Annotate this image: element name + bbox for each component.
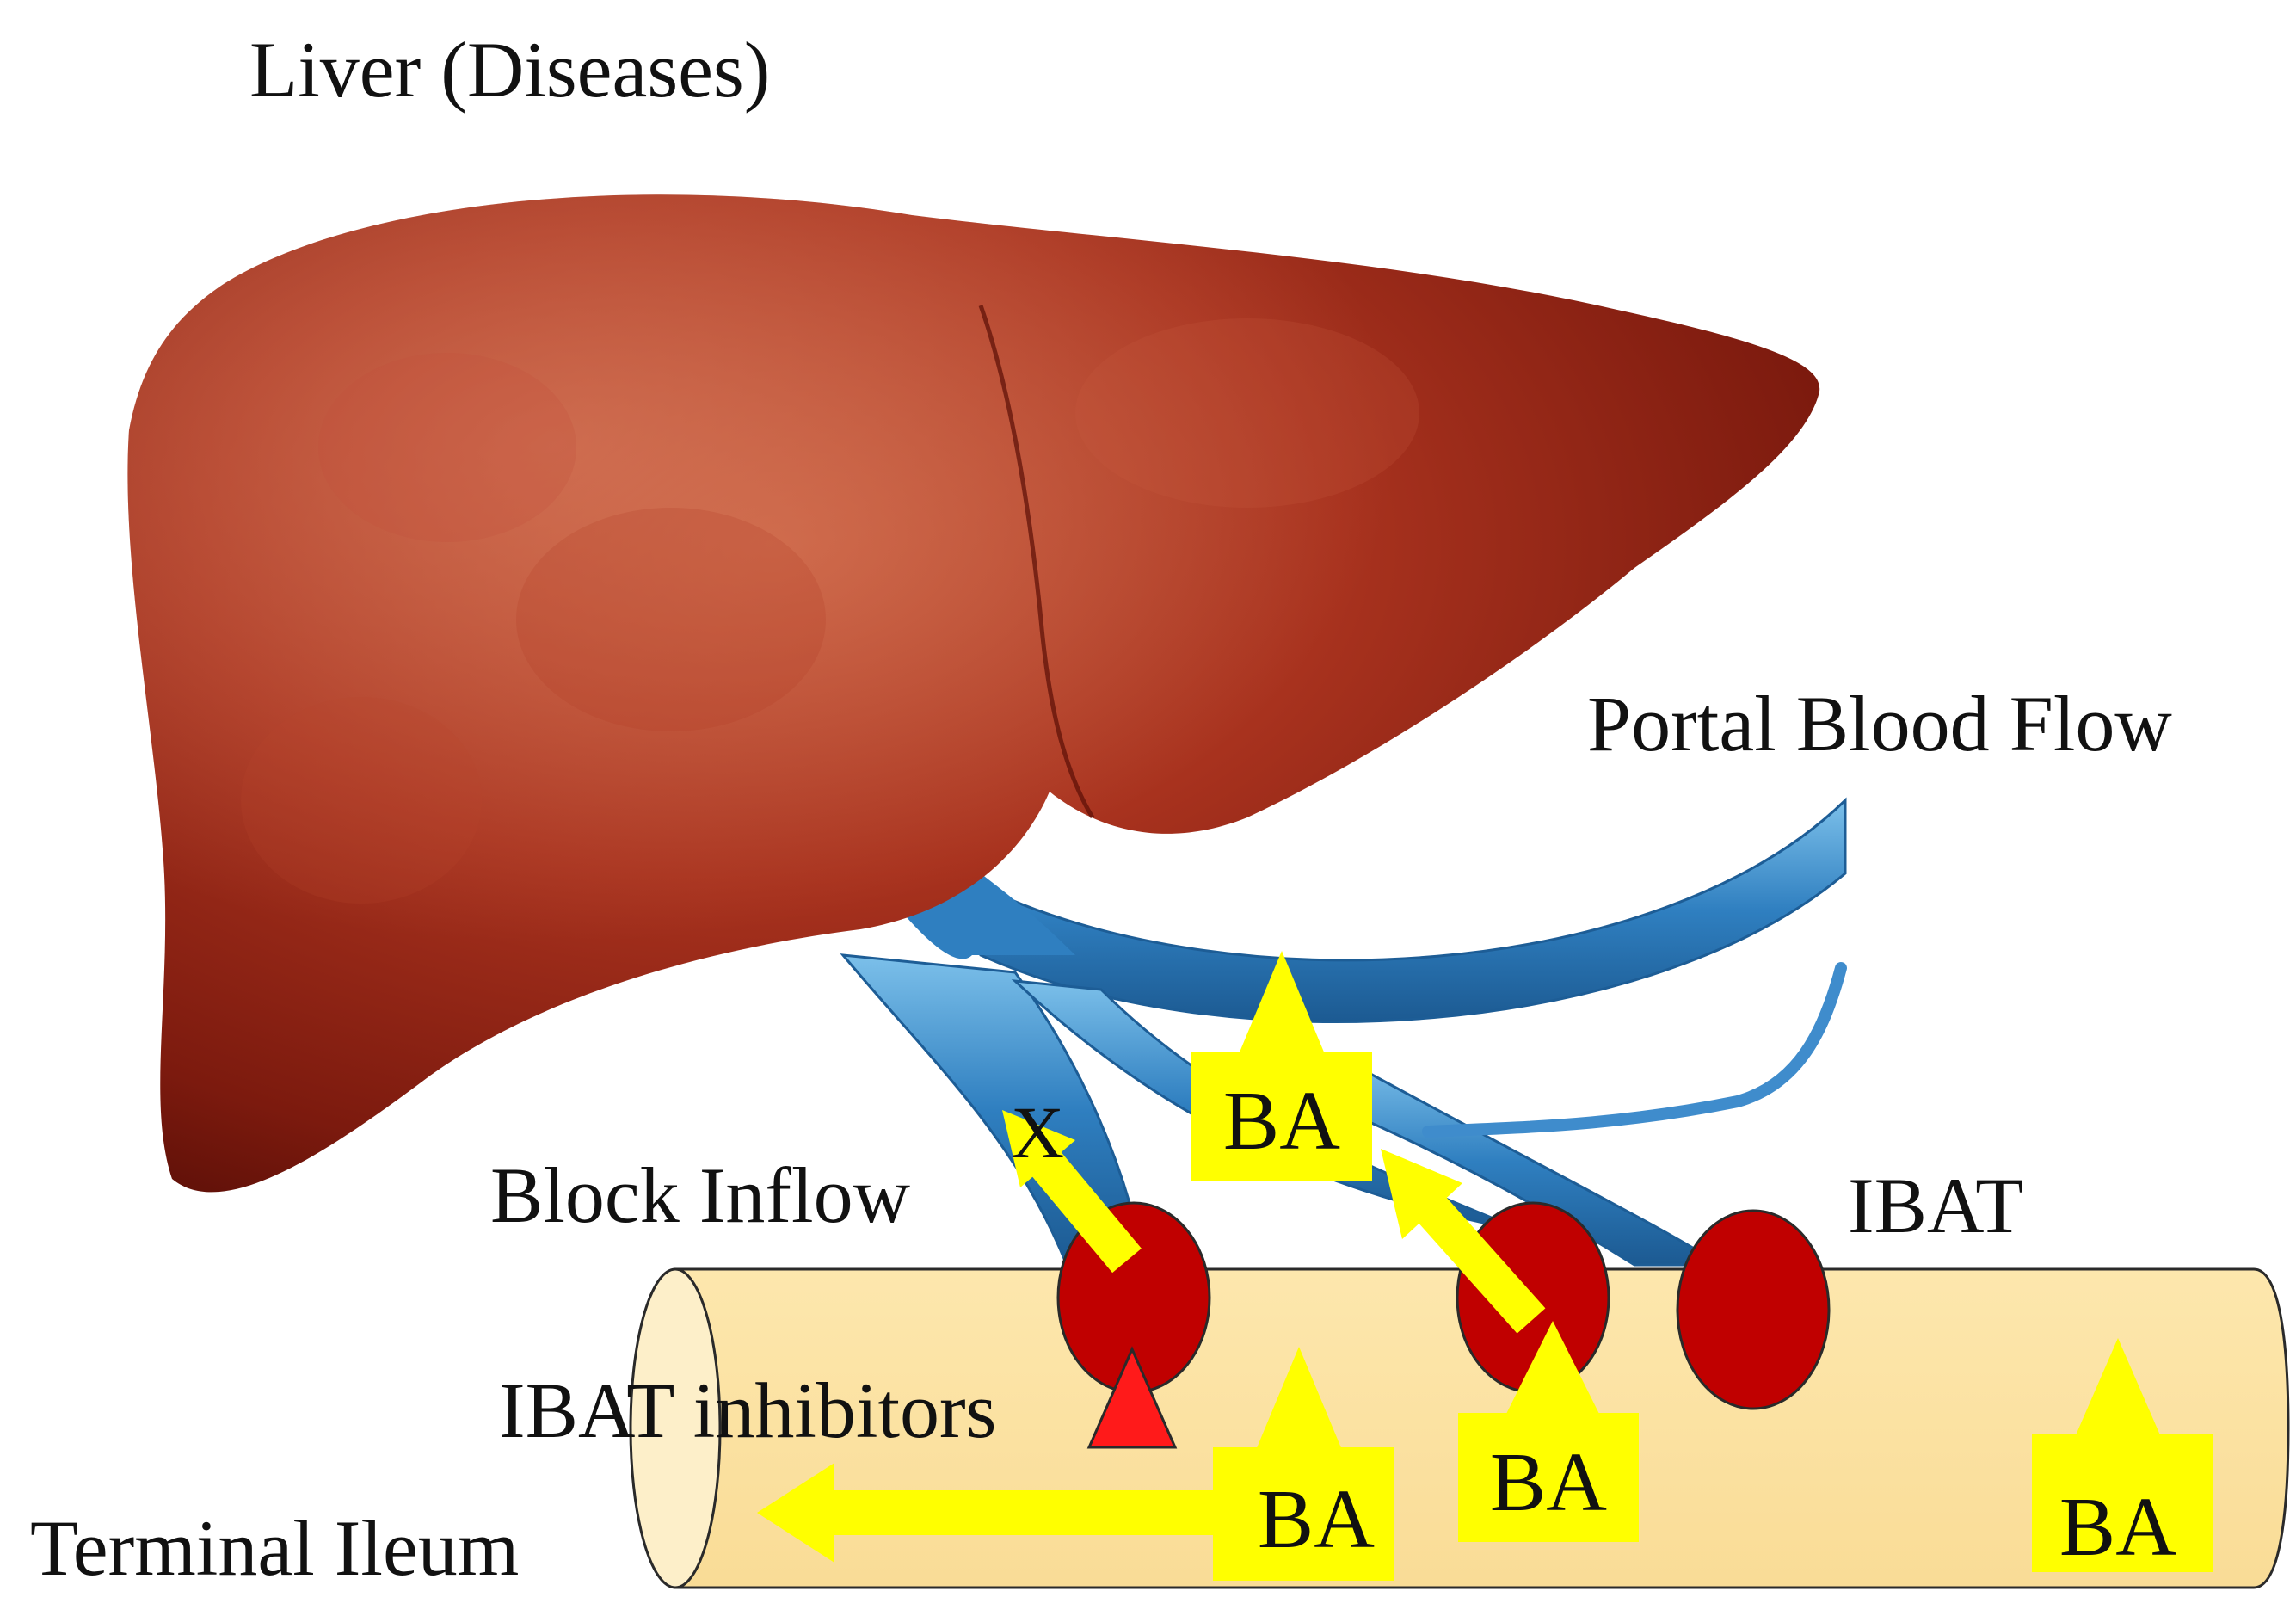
transport-arrow — [1381, 1149, 1546, 1334]
ba-label: BA — [2059, 1481, 2176, 1574]
ibat-transporter-3 — [1676, 1209, 1831, 1410]
label-liver: Liver (Diseases) — [249, 26, 770, 114]
blocked-arrow — [1002, 1110, 1142, 1274]
label-ibat: IBAT — [1848, 1162, 2023, 1249]
ba-marker-ileum-right: BA — [2032, 1338, 2213, 1574]
label-block-inflow: Block Inflow — [490, 1151, 911, 1239]
ba-label: BA — [1223, 1075, 1340, 1168]
ba-marker-ileum-middle: BA — [1458, 1321, 1639, 1542]
blocked-mark: X — [1011, 1091, 1064, 1174]
portal-vein — [840, 797, 1847, 1267]
liver — [127, 194, 1820, 1193]
ba-label: BA — [1258, 1473, 1375, 1566]
label-portal-blood-flow: Portal Blood Flow — [1587, 680, 2172, 768]
ba-marker-ileum-left: BA — [1213, 1347, 1394, 1581]
label-ibat-inhibitors: IBAT inhibitors — [499, 1366, 996, 1454]
label-terminal-ileum: Terminal Ileum — [30, 1504, 519, 1592]
bile-acid-arrows — [757, 1110, 1546, 1563]
ba-label: BA — [1490, 1436, 1607, 1529]
ibat-inhibitor-triangle — [1086, 1346, 1178, 1449]
ba-marker-portal: BA — [1191, 951, 1372, 1181]
ileum-flow-arrow — [757, 1463, 1230, 1563]
